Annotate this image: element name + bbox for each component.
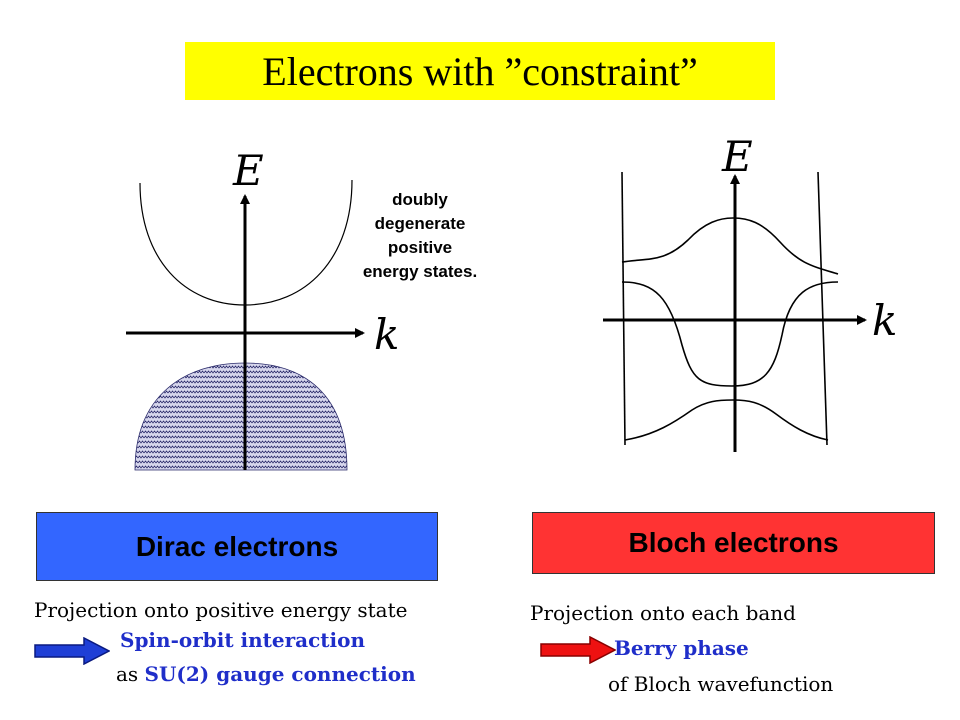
- dirac-projection-text: Projection onto positive energy state: [34, 598, 408, 622]
- bloch-e-axis-label: E: [722, 132, 753, 181]
- spin-orbit-text: Spin-orbit interaction: [120, 628, 366, 652]
- dirac-implies-arrow-icon: [34, 637, 110, 665]
- bloch-implies-arrow-icon: [540, 636, 616, 664]
- note-line: doubly: [392, 190, 448, 209]
- bloch-band-1: [621, 217, 839, 275]
- dirac-e-axis-label: E: [233, 146, 264, 195]
- dirac-filled-negative-band: [134, 362, 348, 471]
- bloch-k-axis-label: k: [872, 296, 898, 345]
- bloch-projection-text: Projection onto each band: [530, 601, 796, 625]
- page-title: Electrons with ”constraint”: [262, 48, 698, 94]
- gauge-prefix: as: [116, 662, 139, 686]
- gauge-connection-text: SU(2) gauge connection: [144, 662, 416, 686]
- bloch-electrons-label: Bloch electrons: [628, 527, 839, 558]
- berry-phase-text: Berry phase: [614, 636, 749, 660]
- degenerate-states-note: doubly degenerate positive energy states…: [330, 188, 510, 284]
- gauge-connection-line: as SU(2) gauge connection: [116, 662, 416, 686]
- title-banner: Electrons with ”constraint”: [185, 42, 775, 100]
- bloch-band-diagram: [603, 171, 867, 452]
- bloch-zone-boundary-left: [621, 171, 626, 446]
- bloch-wavefunction-text: of Bloch wavefunction: [608, 672, 834, 696]
- bloch-band-2: [621, 281, 839, 387]
- note-line: positive: [387, 238, 453, 257]
- bloch-electrons-box: Bloch electrons: [532, 512, 935, 574]
- dirac-electrons-box: Dirac electrons: [36, 512, 438, 581]
- dirac-electrons-label: Dirac electrons: [135, 530, 339, 562]
- bloch-zone-boundary-right: [817, 171, 828, 446]
- dirac-k-axis-label: k: [374, 310, 400, 359]
- note-line: energy states.: [362, 262, 478, 281]
- dirac-band-diagram: [126, 179, 365, 471]
- note-line: degenerate: [374, 214, 466, 233]
- bloch-band-3: [624, 399, 829, 441]
